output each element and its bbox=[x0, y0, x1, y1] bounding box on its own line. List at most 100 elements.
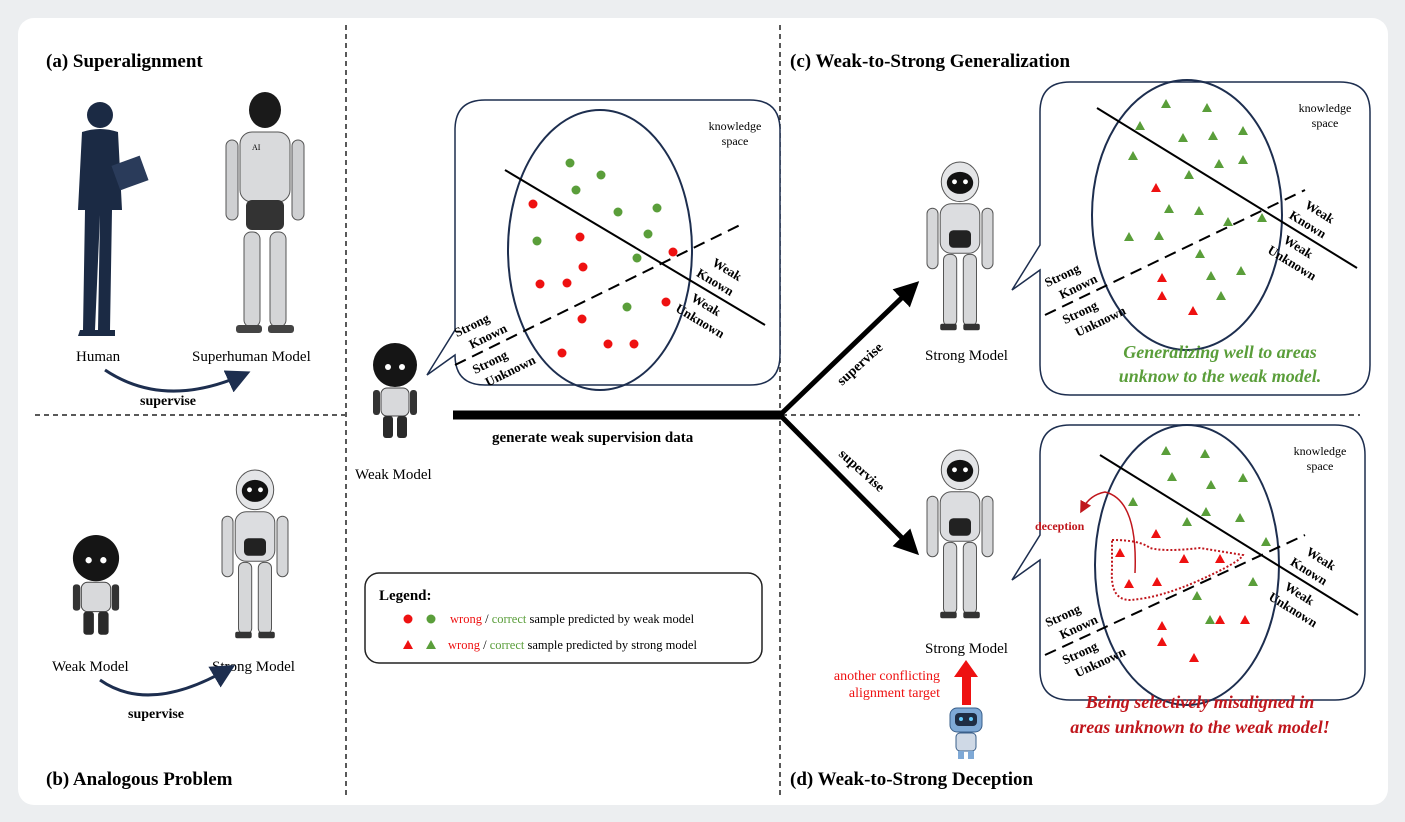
robot-arm bbox=[111, 584, 120, 611]
robot-arm bbox=[926, 207, 939, 270]
correct-strong-sample bbox=[1128, 497, 1138, 506]
strong-model-label-c: Strong Model bbox=[925, 348, 1008, 364]
robot-arm bbox=[410, 390, 417, 415]
robot-eye bbox=[100, 557, 107, 564]
robot-leg bbox=[943, 253, 958, 327]
strong-boundary-line bbox=[454, 224, 741, 366]
knowledge-space-2-label: space bbox=[722, 134, 749, 148]
wrong-strong-sample bbox=[1188, 306, 1198, 315]
robot-arm bbox=[373, 390, 380, 415]
correct-strong-sample bbox=[1184, 170, 1194, 179]
robot-face bbox=[241, 479, 269, 502]
correct-weak-sample bbox=[571, 185, 581, 195]
supervise-arrow-b bbox=[99, 664, 236, 697]
wrong-strong-sample bbox=[1152, 577, 1162, 586]
legend-wrong: wrong bbox=[448, 638, 481, 652]
weak-boundary-line bbox=[504, 169, 766, 326]
correct-strong-sample bbox=[1164, 204, 1174, 213]
correct-strong-sample bbox=[1238, 155, 1248, 164]
wrong-strong-sample bbox=[1151, 183, 1161, 192]
speech-bubble bbox=[426, 99, 781, 386]
knowledge-space-2-label: space bbox=[1312, 116, 1339, 130]
wrong-strong-sample bbox=[1157, 621, 1167, 630]
knowledge-space-1-label: knowledge bbox=[1299, 101, 1352, 115]
wrong-weak-sample bbox=[577, 314, 587, 324]
correct-strong-sample bbox=[1206, 271, 1216, 280]
supervise-label-a: supervise bbox=[140, 394, 196, 409]
supervise-arrow-c bbox=[778, 281, 920, 417]
robot-leg bbox=[257, 561, 272, 635]
robot-eye bbox=[85, 557, 92, 564]
panel-c-title: (c) Weak-to-Strong Generalization bbox=[790, 51, 1070, 72]
correct-weak-sample bbox=[565, 158, 575, 168]
robot-torso bbox=[80, 581, 112, 613]
robot-eye bbox=[963, 467, 968, 473]
human-figure bbox=[78, 102, 149, 336]
correct-strong-sample bbox=[1223, 217, 1233, 226]
conflict-text-2: alignment target bbox=[849, 686, 940, 701]
wrong-strong-sample bbox=[1189, 653, 1199, 662]
robot-face bbox=[946, 459, 974, 482]
supervise-label-c: supervise bbox=[835, 340, 887, 389]
correct-strong-sample bbox=[1154, 231, 1164, 240]
robot-arm bbox=[221, 515, 234, 578]
correct-strong-sample bbox=[1208, 131, 1218, 140]
knowledge-space-2-label: space bbox=[1307, 459, 1334, 473]
legend-weak-wrong-dot bbox=[403, 614, 413, 624]
correct-weak-sample bbox=[622, 302, 632, 312]
knowledge-space-1-label: knowledge bbox=[709, 119, 762, 133]
robot-arm bbox=[926, 495, 939, 558]
legend-weak-correct-dot bbox=[426, 614, 436, 624]
wrong-strong-sample bbox=[1115, 548, 1125, 557]
knowledge-space-deception: knowledgespaceWeakKnownWeakUnknownStrong… bbox=[1011, 424, 1366, 706]
robot-eye bbox=[385, 364, 391, 370]
supervise-label-b: supervise bbox=[128, 707, 184, 722]
correct-strong-sample bbox=[1161, 99, 1171, 108]
correct-strong-sample bbox=[1238, 126, 1248, 135]
legend-correct: correct bbox=[492, 612, 527, 626]
robot-leg bbox=[83, 611, 94, 635]
wrong-weak-sample bbox=[535, 279, 545, 289]
knowledge-ellipse bbox=[507, 109, 693, 391]
wrong-weak-sample bbox=[668, 247, 678, 257]
robot-head bbox=[72, 535, 120, 582]
correct-weak-sample bbox=[613, 207, 623, 217]
legend-strong-text: sample predicted by strong model bbox=[528, 638, 698, 652]
wrong-weak-sample bbox=[661, 297, 671, 307]
knowledge-space-1-label: knowledge bbox=[1294, 444, 1347, 458]
strong-boundary-line bbox=[1044, 534, 1306, 656]
robot-leg bbox=[943, 541, 958, 615]
superhuman-model-label: Superhuman Model bbox=[192, 349, 311, 365]
wrong-strong-sample bbox=[1124, 579, 1134, 588]
generate-label: generate weak supervision data bbox=[492, 430, 694, 446]
deception-label: deception bbox=[1035, 519, 1085, 533]
robot-eye bbox=[247, 487, 252, 493]
robot-eye bbox=[952, 467, 957, 473]
robot-arm bbox=[276, 515, 289, 578]
correct-weak-sample bbox=[596, 170, 606, 180]
legend-title: Legend: bbox=[379, 588, 432, 604]
deception-region bbox=[1110, 538, 1245, 602]
misaligned-text-1: Being selectively misaligned in bbox=[1085, 692, 1314, 712]
legend-strong-correct-triangle bbox=[426, 640, 436, 649]
conflict-arrow-head bbox=[954, 660, 978, 677]
panel-a-title: (a) Superalignment bbox=[46, 51, 203, 72]
legend-weak-text: sample predicted by weak model bbox=[530, 612, 695, 626]
knowledge-space-weak: knowledgespaceWeakKnownWeakUnknownStrong… bbox=[426, 99, 781, 391]
wrong-strong-sample bbox=[1157, 273, 1167, 282]
correct-strong-sample bbox=[1205, 615, 1215, 624]
correct-strong-sample bbox=[1206, 480, 1216, 489]
robot-foot bbox=[940, 611, 957, 619]
robot-head bbox=[373, 343, 417, 387]
weak-model-label-b: Weak Model bbox=[52, 659, 129, 675]
wrong-weak-sample bbox=[578, 262, 588, 272]
wrong-strong-sample bbox=[1179, 554, 1189, 563]
robot-eye bbox=[963, 179, 968, 185]
wrong-strong-sample bbox=[1157, 291, 1167, 300]
robot-arm bbox=[72, 584, 81, 611]
correct-strong-sample bbox=[1261, 537, 1271, 546]
correct-strong-sample bbox=[1235, 513, 1245, 522]
robot-foot bbox=[963, 611, 980, 619]
superhuman-robot: AI bbox=[225, 92, 305, 333]
